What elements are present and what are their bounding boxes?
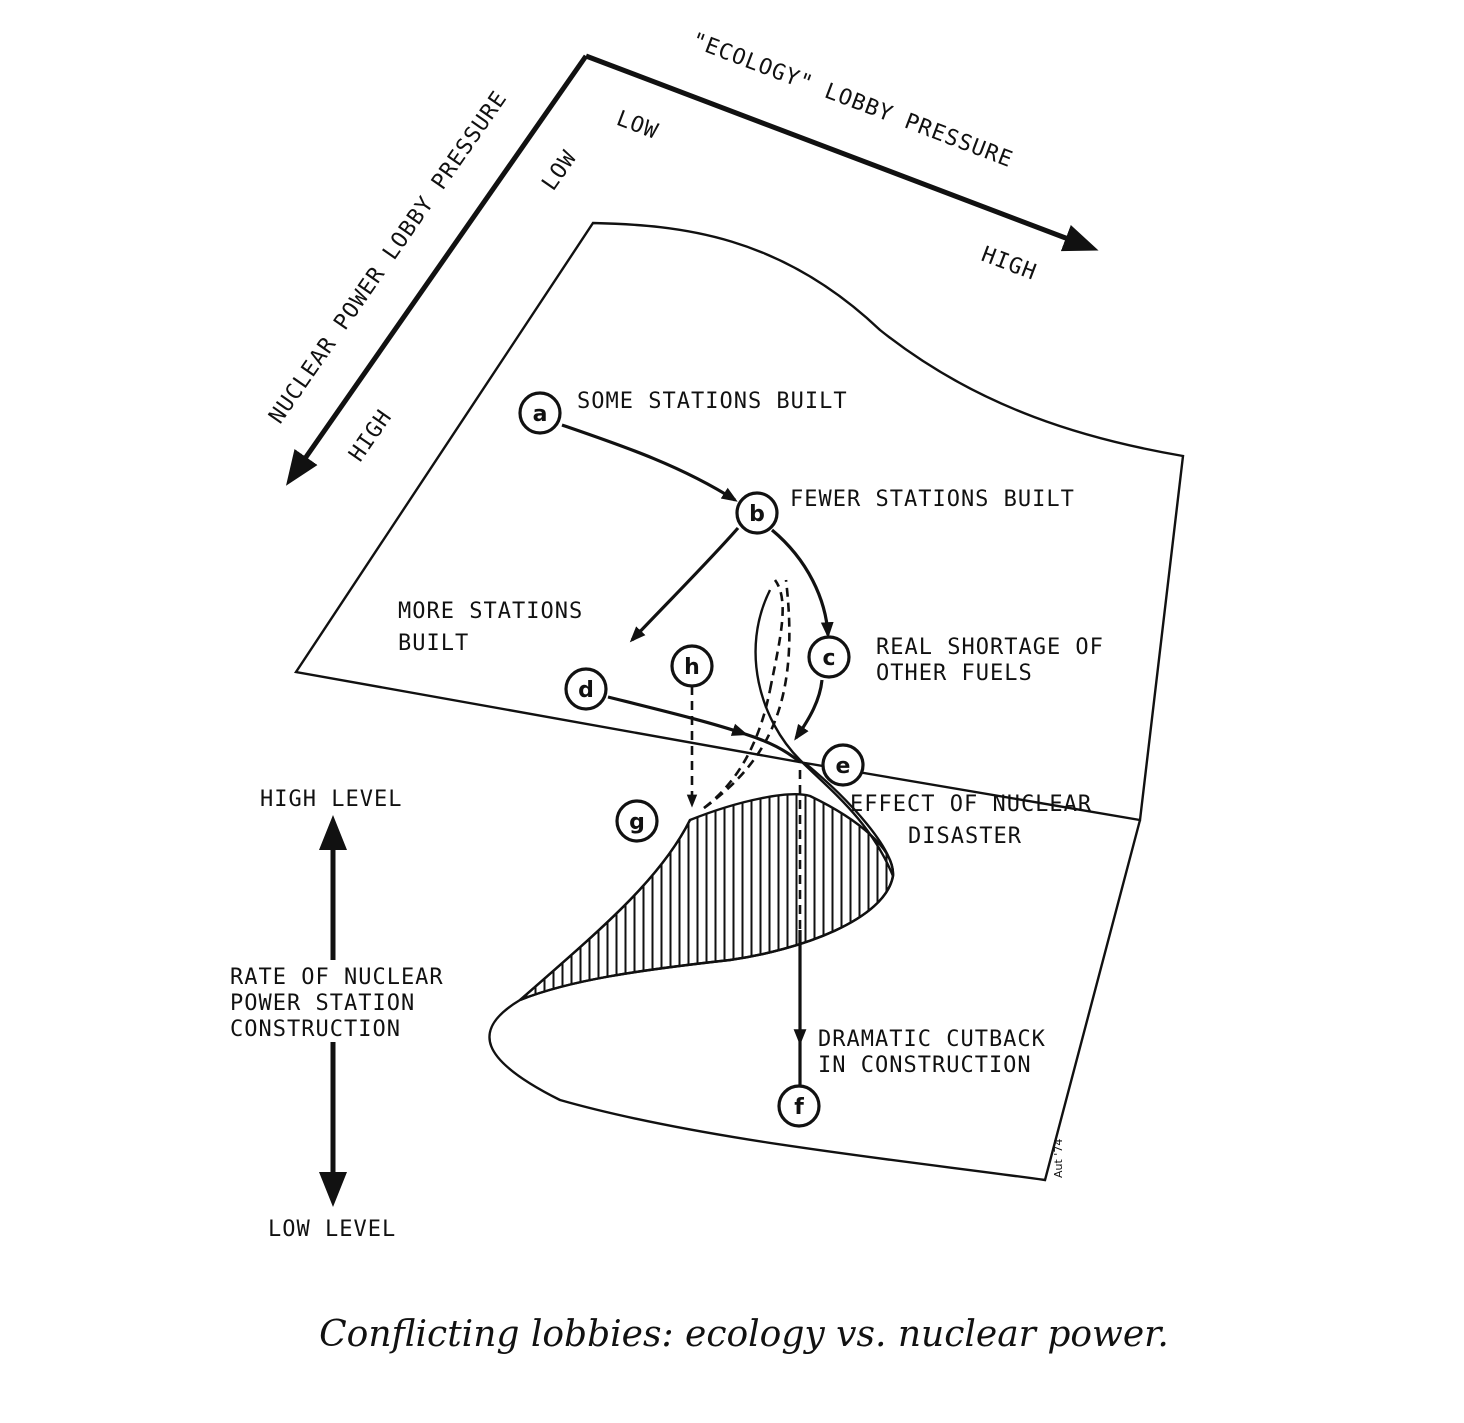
- node-e-letter: e: [836, 754, 851, 779]
- nuclear-high-label: HIGH: [344, 405, 397, 466]
- figure-caption: Conflicting lobbies: ecology vs. nuclear…: [319, 1314, 1169, 1355]
- node-f-letter: f: [794, 1095, 804, 1120]
- dashed-fold-loop-inner: [703, 689, 772, 810]
- node-d: d: [564, 667, 608, 711]
- node-h-letter: h: [684, 655, 700, 680]
- rate-label-line1: RATE OF NUCLEAR: [230, 965, 444, 990]
- node-b-letter: b: [749, 502, 765, 527]
- path-a-to-b: [561, 423, 738, 502]
- node-a-letter: a: [533, 402, 548, 427]
- node-c-circle: [807, 635, 851, 679]
- rate-label-line2: POWER STATION: [230, 991, 415, 1016]
- node-g-circle: [615, 799, 659, 843]
- label-d-line1: MORE STATIONS: [398, 599, 583, 624]
- nuclear-low-label: LOW: [537, 146, 582, 195]
- ecology-low-label: LOW: [613, 106, 662, 145]
- label-e-line1: EFFECT OF NUCLEAR: [850, 792, 1092, 817]
- rate-label-line3: CONSTRUCTION: [230, 1017, 401, 1042]
- node-d-circle: [564, 667, 608, 711]
- node-c-letter: c: [822, 646, 835, 671]
- node-a: a: [518, 391, 562, 435]
- behavior-surface: [293, 221, 1185, 1182]
- node-h: h: [670, 644, 714, 688]
- label-c-line2: OTHER FUELS: [876, 661, 1033, 686]
- node-b-circle: [735, 491, 779, 535]
- rate-high-label: HIGH LEVEL: [260, 787, 402, 812]
- artist-signature: Aut '74: [1052, 1139, 1065, 1178]
- dashed-fold-loop-outer: [703, 579, 791, 810]
- node-e: e: [821, 743, 865, 787]
- surface-hatched-fold: [519, 793, 895, 1002]
- path-b-to-c: [770, 528, 834, 639]
- nuclear-axis-arrow: [285, 54, 589, 486]
- rate-low-label: LOW LEVEL: [268, 1217, 396, 1242]
- label-c-line1: REAL SHORTAGE OF: [876, 635, 1104, 660]
- ecology-axis-label: "ECOLOGY" LOBBY PRESSURE: [688, 28, 1016, 173]
- label-f-line2: IN CONSTRUCTION: [818, 1053, 1032, 1078]
- path-b-to-d: [629, 526, 740, 643]
- node-f-circle: [777, 1084, 821, 1128]
- surface-outline: [293, 221, 1185, 822]
- nuclear-axis-label: NUCLEAR POWER LOBBY PRESSURE: [264, 87, 512, 429]
- label-a: SOME STATIONS BUILT: [577, 389, 848, 414]
- dashed-fold-loop-top: [768, 579, 784, 691]
- control-axes: [285, 53, 1099, 486]
- node-g-letter: g: [629, 810, 645, 835]
- node-e-circle: [821, 743, 865, 787]
- label-e-line2: DISASTER: [908, 824, 1022, 849]
- node-a-circle: [518, 391, 562, 435]
- node-g: g: [615, 799, 659, 843]
- path-c-to-fold: [794, 679, 824, 741]
- ecology-axis-arrow: [585, 53, 1099, 252]
- node-d-letter: d: [578, 678, 594, 703]
- node-c: c: [807, 635, 851, 679]
- node-h-circle: [670, 644, 714, 688]
- label-d-line2: BUILT: [398, 631, 469, 656]
- path-d-to-fold: [607, 695, 749, 736]
- fold-front-edge: [519, 819, 692, 1001]
- trajectories: [561, 423, 834, 1088]
- fold-lower-sheet: [488, 762, 1142, 1182]
- path-fold-to-e: [744, 732, 801, 764]
- label-f-line1: DRAMATIC CUTBACK: [818, 1027, 1046, 1052]
- label-b: FEWER STATIONS BUILT: [790, 487, 1075, 512]
- node-f: f: [777, 1084, 821, 1128]
- ecology-high-label: HIGH: [978, 242, 1040, 286]
- node-b: b: [735, 491, 779, 535]
